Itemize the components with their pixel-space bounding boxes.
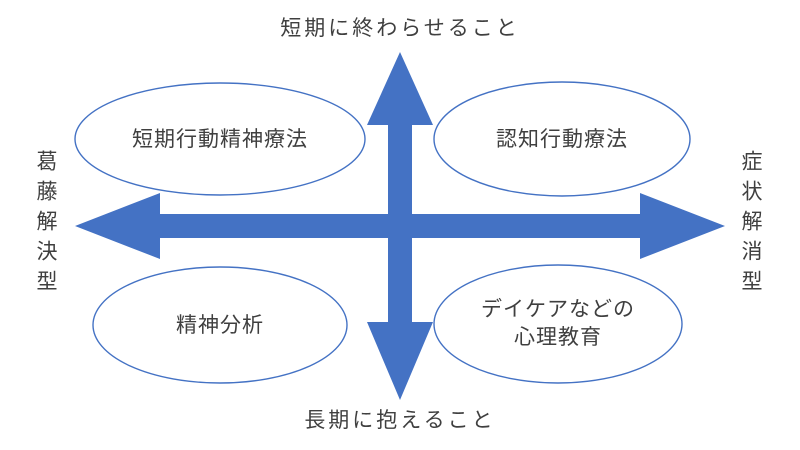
ellipse-bottom-left [92, 266, 348, 384]
quadrant-label-bottom-left: 精神分析 [176, 314, 264, 337]
axis-label-left: 葛藤解決型 [34, 150, 57, 300]
axis-label-top: 短期に終わらせること [280, 17, 520, 40]
ellipse-bottom-right [433, 264, 683, 384]
quadrant-label-bottom-right: デイケアなどの 心理教育 [433, 296, 683, 352]
vertical-double-arrow-icon [367, 52, 433, 400]
quadrant-label-bottom-right-line1: デイケアなどの [481, 298, 635, 321]
ellipse-top-left [74, 82, 366, 196]
quadrant-label-top-left: 短期行動精神療法 [132, 128, 308, 151]
axis-label-bottom: 長期に抱えること [304, 409, 496, 432]
quadrant-label-top-right: 認知行動療法 [496, 128, 628, 151]
quadrant-label-bottom-right-line2: 心理教育 [514, 326, 602, 349]
axis-label-right: 症状解消型 [739, 150, 762, 300]
ellipse-top-right [433, 81, 691, 197]
